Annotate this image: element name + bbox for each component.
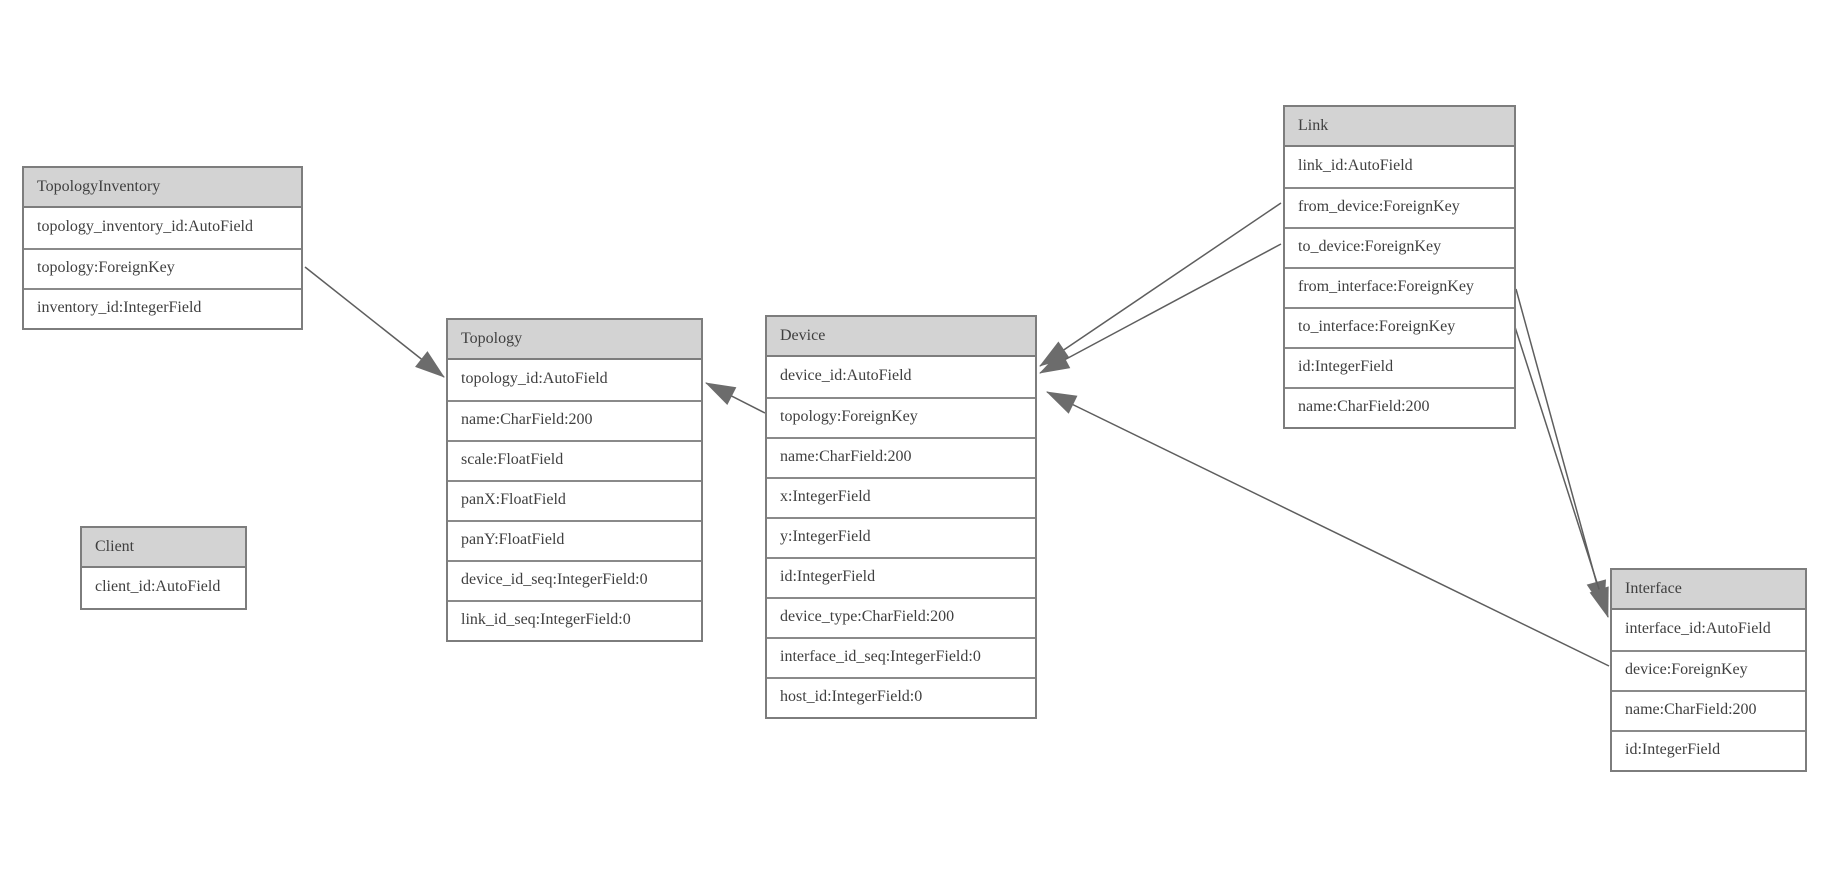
entity-field-row: link_id_seq:IntegerField:0 (448, 600, 701, 640)
entity-field-row: from_device:ForeignKey (1285, 187, 1514, 227)
entity-field-row: x:IntegerField (767, 477, 1035, 517)
entity-field-row: id:IntegerField (1285, 347, 1514, 387)
entity-field-row: interface_id_seq:IntegerField:0 (767, 637, 1035, 677)
entity-field-row: name:CharField:200 (767, 437, 1035, 477)
entity-field-row: device:ForeignKey (1612, 650, 1805, 690)
edge-interface-device (1046, 391, 1610, 667)
entity-field-row: topology_id:AutoField (448, 360, 701, 400)
edge-topologyinventory-topology (304, 266, 445, 378)
entity-field-row: device_id:AutoField (767, 357, 1035, 397)
entity-field-row: y:IntegerField (767, 517, 1035, 557)
edge-link-to_interface-interface (1514, 326, 1609, 618)
entity-title-topology: Topology (448, 320, 701, 360)
entity-field-row: device_type:CharField:200 (767, 597, 1035, 637)
entity-field-row: name:CharField:200 (1612, 690, 1805, 730)
entity-title-device: Device (767, 317, 1035, 357)
entity-field-row: id:IntegerField (1612, 730, 1805, 770)
edge-link-from_device-device (1039, 202, 1282, 367)
entity-field-row: device_id_seq:IntegerField:0 (448, 560, 701, 600)
entity-field-row: inventory_id:IntegerField (24, 288, 301, 328)
entity-field-row: topology_inventory_id:AutoField (24, 208, 301, 248)
entity-title-client: Client (82, 528, 245, 568)
entity-field-row: host_id:IntegerField:0 (767, 677, 1035, 717)
entity-field-row: panX:FloatField (448, 480, 701, 520)
entity-field-row: link_id:AutoField (1285, 147, 1514, 187)
entity-field-row: topology:ForeignKey (767, 397, 1035, 437)
entity-title-topology-inventory: TopologyInventory (24, 168, 301, 208)
entity-field-row: name:CharField:200 (448, 400, 701, 440)
edge-device-topology (705, 382, 766, 414)
entity-field-row: scale:FloatField (448, 440, 701, 480)
entity-field-row: panY:FloatField (448, 520, 701, 560)
entity-field-row: topology:ForeignKey (24, 248, 301, 288)
entity-field-row: client_id:AutoField (82, 568, 245, 608)
entity-title-interface: Interface (1612, 570, 1805, 610)
entity-field-row: interface_id:AutoField (1612, 610, 1805, 650)
entity-field-row: name:CharField:200 (1285, 387, 1514, 427)
entity-field-row: from_interface:ForeignKey (1285, 267, 1514, 307)
entity-title-link: Link (1285, 107, 1514, 147)
edge-link-to_device-device (1039, 243, 1282, 374)
entity-field-row: to_interface:ForeignKey (1285, 307, 1514, 347)
entity-field-row: to_device:ForeignKey (1285, 227, 1514, 267)
entity-field-row: id:IntegerField (767, 557, 1035, 597)
